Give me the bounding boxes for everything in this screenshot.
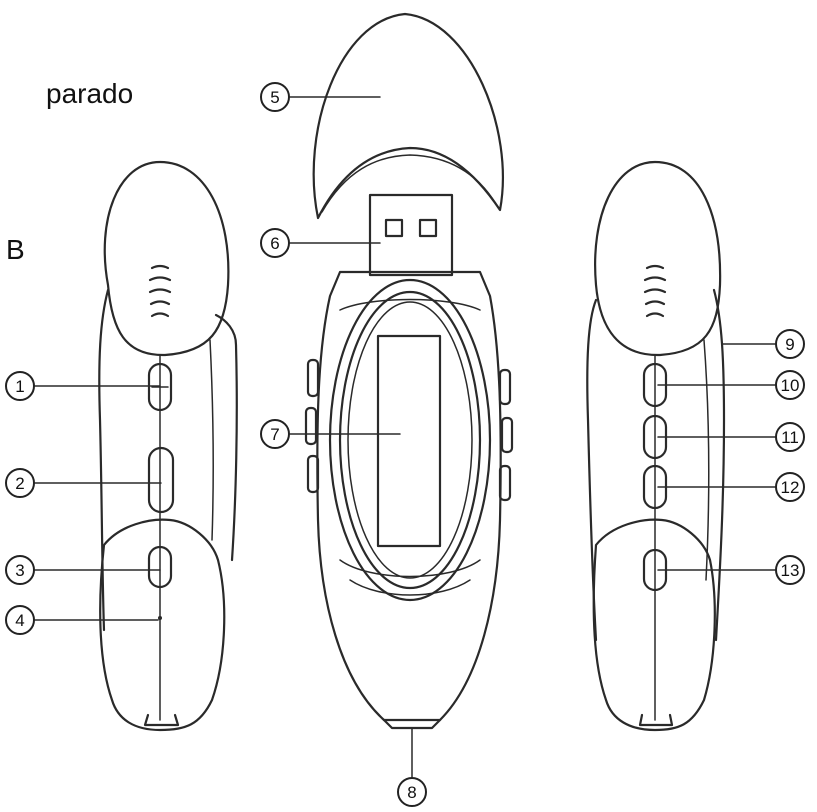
callout-4-label: 4	[15, 611, 24, 630]
callout-2-label: 2	[15, 474, 24, 493]
front-view	[304, 270, 514, 730]
caption-parado: parado	[46, 78, 134, 109]
callout-4: 4	[5, 605, 35, 635]
cap	[312, 12, 504, 220]
callout-5-label: 5	[270, 88, 279, 107]
callout-13-label: 13	[781, 561, 800, 580]
callout-9: 9	[775, 329, 805, 359]
callout-12: 12	[775, 472, 805, 502]
caption-b: B	[6, 234, 25, 265]
callout-8-label: 8	[407, 783, 416, 802]
callout-11: 11	[775, 422, 805, 452]
callout-8: 8	[397, 777, 427, 807]
callout-12-label: 12	[781, 478, 800, 497]
callout-2: 2	[5, 468, 35, 498]
callout-1: 1	[5, 371, 35, 401]
callout-5: 5	[260, 82, 290, 112]
callout-1-label: 1	[15, 377, 24, 396]
callout-9-label: 9	[785, 335, 794, 354]
callout-6-label: 6	[270, 234, 279, 253]
callout-11-label: 11	[781, 428, 799, 447]
callout-10: 10	[775, 370, 805, 400]
leader-lines	[33, 96, 777, 779]
left-side-view	[98, 160, 238, 732]
usb-plug	[368, 193, 454, 277]
right-side-view	[586, 160, 726, 732]
callout-13: 13	[775, 555, 805, 585]
callout-3-label: 3	[15, 561, 24, 580]
callout-7: 7	[260, 419, 290, 449]
callout-10-label: 10	[781, 376, 800, 395]
callout-6: 6	[260, 228, 290, 258]
callout-7-label: 7	[270, 425, 279, 444]
callout-3: 3	[5, 555, 35, 585]
